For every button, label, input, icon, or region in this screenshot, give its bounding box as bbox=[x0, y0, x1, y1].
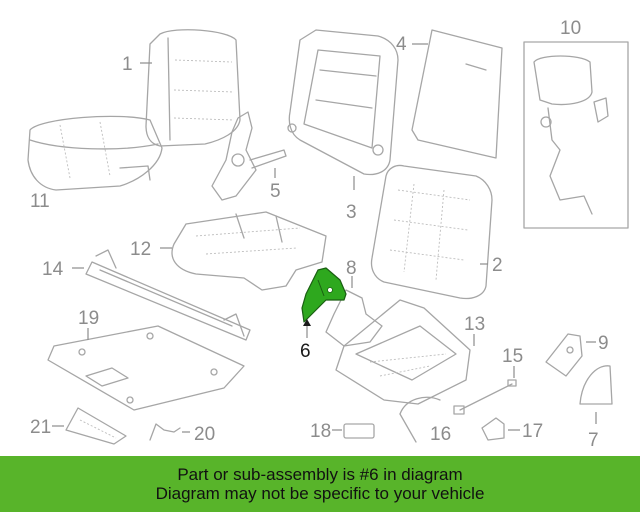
part-12-cushion-pad bbox=[171, 211, 327, 291]
part-6-bracket-highlighted bbox=[301, 267, 347, 323]
part-5-recliner-hinge bbox=[211, 111, 287, 201]
callout-10: 10 bbox=[560, 18, 581, 39]
part-17-clip bbox=[481, 417, 505, 441]
part-8-side-bracket bbox=[325, 289, 383, 347]
callout-8: 8 bbox=[346, 258, 357, 279]
callout-9: 9 bbox=[598, 333, 609, 354]
callout-14: 14 bbox=[42, 259, 64, 280]
callout-7: 7 bbox=[588, 430, 599, 451]
callout-17: 17 bbox=[522, 421, 543, 442]
callout-18: 18 bbox=[310, 421, 331, 442]
banner-line-1: Part or sub-assembly is #6 in diagram bbox=[177, 465, 463, 484]
part-11-seat-cushion bbox=[27, 115, 163, 191]
callout-20: 20 bbox=[194, 424, 215, 445]
callout-4: 4 bbox=[396, 34, 407, 55]
part-10-headrest-box bbox=[523, 41, 629, 229]
callout-3: 3 bbox=[346, 202, 357, 223]
callout-6: 6 bbox=[300, 341, 311, 362]
part-1-seatback-cushion bbox=[145, 29, 241, 147]
part-2-seatback-pad bbox=[370, 164, 493, 300]
part-20-wire-clip bbox=[149, 423, 181, 441]
callout-15: 15 bbox=[502, 346, 523, 367]
part-18-switch bbox=[343, 423, 375, 439]
part-21-cover bbox=[65, 407, 127, 445]
part-14-seat-track bbox=[85, 249, 251, 341]
part-13-lower-frame bbox=[335, 299, 471, 405]
parts-diagram: 1 11 5 3 4 10 bbox=[27, 18, 629, 451]
part-9-bracket bbox=[545, 333, 583, 377]
callout-21: 21 bbox=[30, 417, 51, 438]
part-4-back-panel bbox=[411, 29, 503, 159]
callout-2: 2 bbox=[492, 255, 503, 276]
callout-12: 12 bbox=[130, 239, 151, 260]
callout-16: 16 bbox=[430, 424, 451, 445]
part-7-trim-cover bbox=[579, 365, 613, 405]
part-15-release-cable bbox=[453, 379, 517, 415]
part-3-seatback-frame bbox=[287, 29, 399, 176]
callout-13: 13 bbox=[464, 314, 485, 335]
callout-5: 5 bbox=[270, 181, 281, 202]
info-banner: Part or sub-assembly is #6 in diagram Di… bbox=[0, 456, 640, 512]
callout-1: 1 bbox=[122, 54, 133, 75]
callout-11: 11 bbox=[30, 191, 50, 212]
part-16-cable bbox=[399, 396, 441, 443]
callout-19: 19 bbox=[78, 308, 99, 329]
part-19-base-plate bbox=[47, 325, 245, 411]
banner-line-2: Diagram may not be specific to your vehi… bbox=[155, 484, 485, 503]
